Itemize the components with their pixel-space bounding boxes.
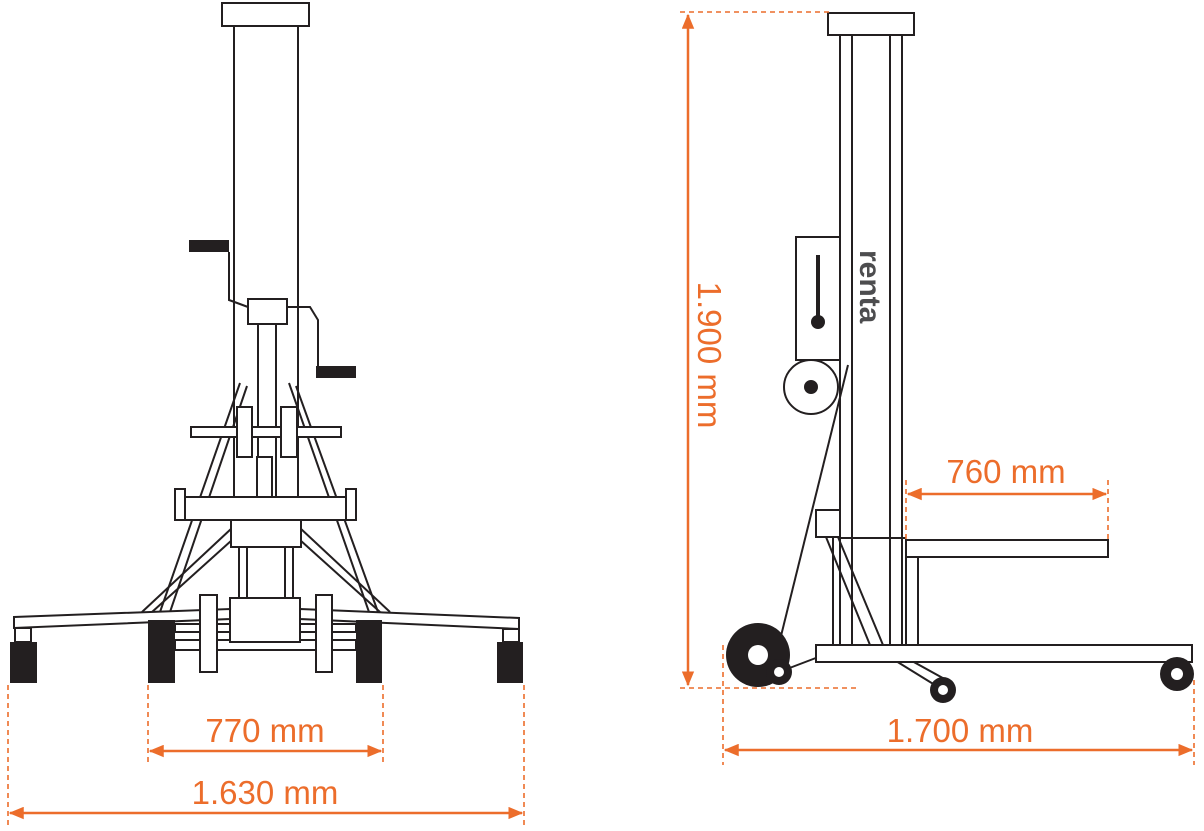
mast-cap <box>221 2 310 27</box>
wheel <box>497 642 523 683</box>
base <box>815 644 1193 663</box>
upper-crossbar <box>190 426 342 438</box>
carriage-block <box>815 509 841 538</box>
base-box <box>229 597 301 643</box>
lower-crossbar <box>184 496 347 521</box>
outer-width-dimension: 1.630 mm <box>7 685 525 827</box>
fork <box>905 539 1109 558</box>
carriage-post <box>238 546 248 599</box>
mast <box>839 34 903 646</box>
outer-width-label: 1.630 mm <box>192 774 339 811</box>
crank-arm <box>228 252 249 308</box>
crossbar-end <box>345 488 357 521</box>
height-label: 1.900 mm <box>691 282 728 429</box>
clamp <box>236 406 253 458</box>
crossbar-end <box>174 488 186 521</box>
height-dimension: 1.900 mm <box>680 11 858 689</box>
carriage-post <box>284 546 294 599</box>
wheel-block <box>199 594 218 673</box>
fork-support <box>905 556 919 646</box>
wheel-block <box>315 594 333 673</box>
fork-length-label: 760 mm <box>946 453 1065 490</box>
crank-arm <box>287 306 319 370</box>
carriage <box>230 519 302 548</box>
caster-stem <box>502 628 520 643</box>
base-length-label: 1.700 mm <box>887 712 1034 749</box>
caster-stem <box>14 627 32 643</box>
winch-box <box>247 298 288 325</box>
wheel <box>10 642 37 683</box>
crank-handle <box>316 366 356 378</box>
wheel <box>356 620 382 683</box>
brand-label: renta <box>853 250 886 324</box>
inner-width-dimension: 770 mm <box>147 685 384 763</box>
inner-width-label: 770 mm <box>205 712 324 749</box>
crank-handle <box>189 240 229 252</box>
cable <box>779 364 849 641</box>
mast-cap <box>827 12 915 36</box>
side-view: renta 1.900 mm <box>680 11 1195 765</box>
crank-pivot <box>811 315 825 329</box>
fork-length-dimension: 760 mm <box>905 453 1109 540</box>
wheel <box>148 620 175 683</box>
front-view: 770 mm 1.630 mm <box>7 2 525 827</box>
clamp <box>280 406 298 458</box>
drum-axle <box>804 380 818 394</box>
base-length-dimension: 1.700 mm <box>722 645 1195 765</box>
